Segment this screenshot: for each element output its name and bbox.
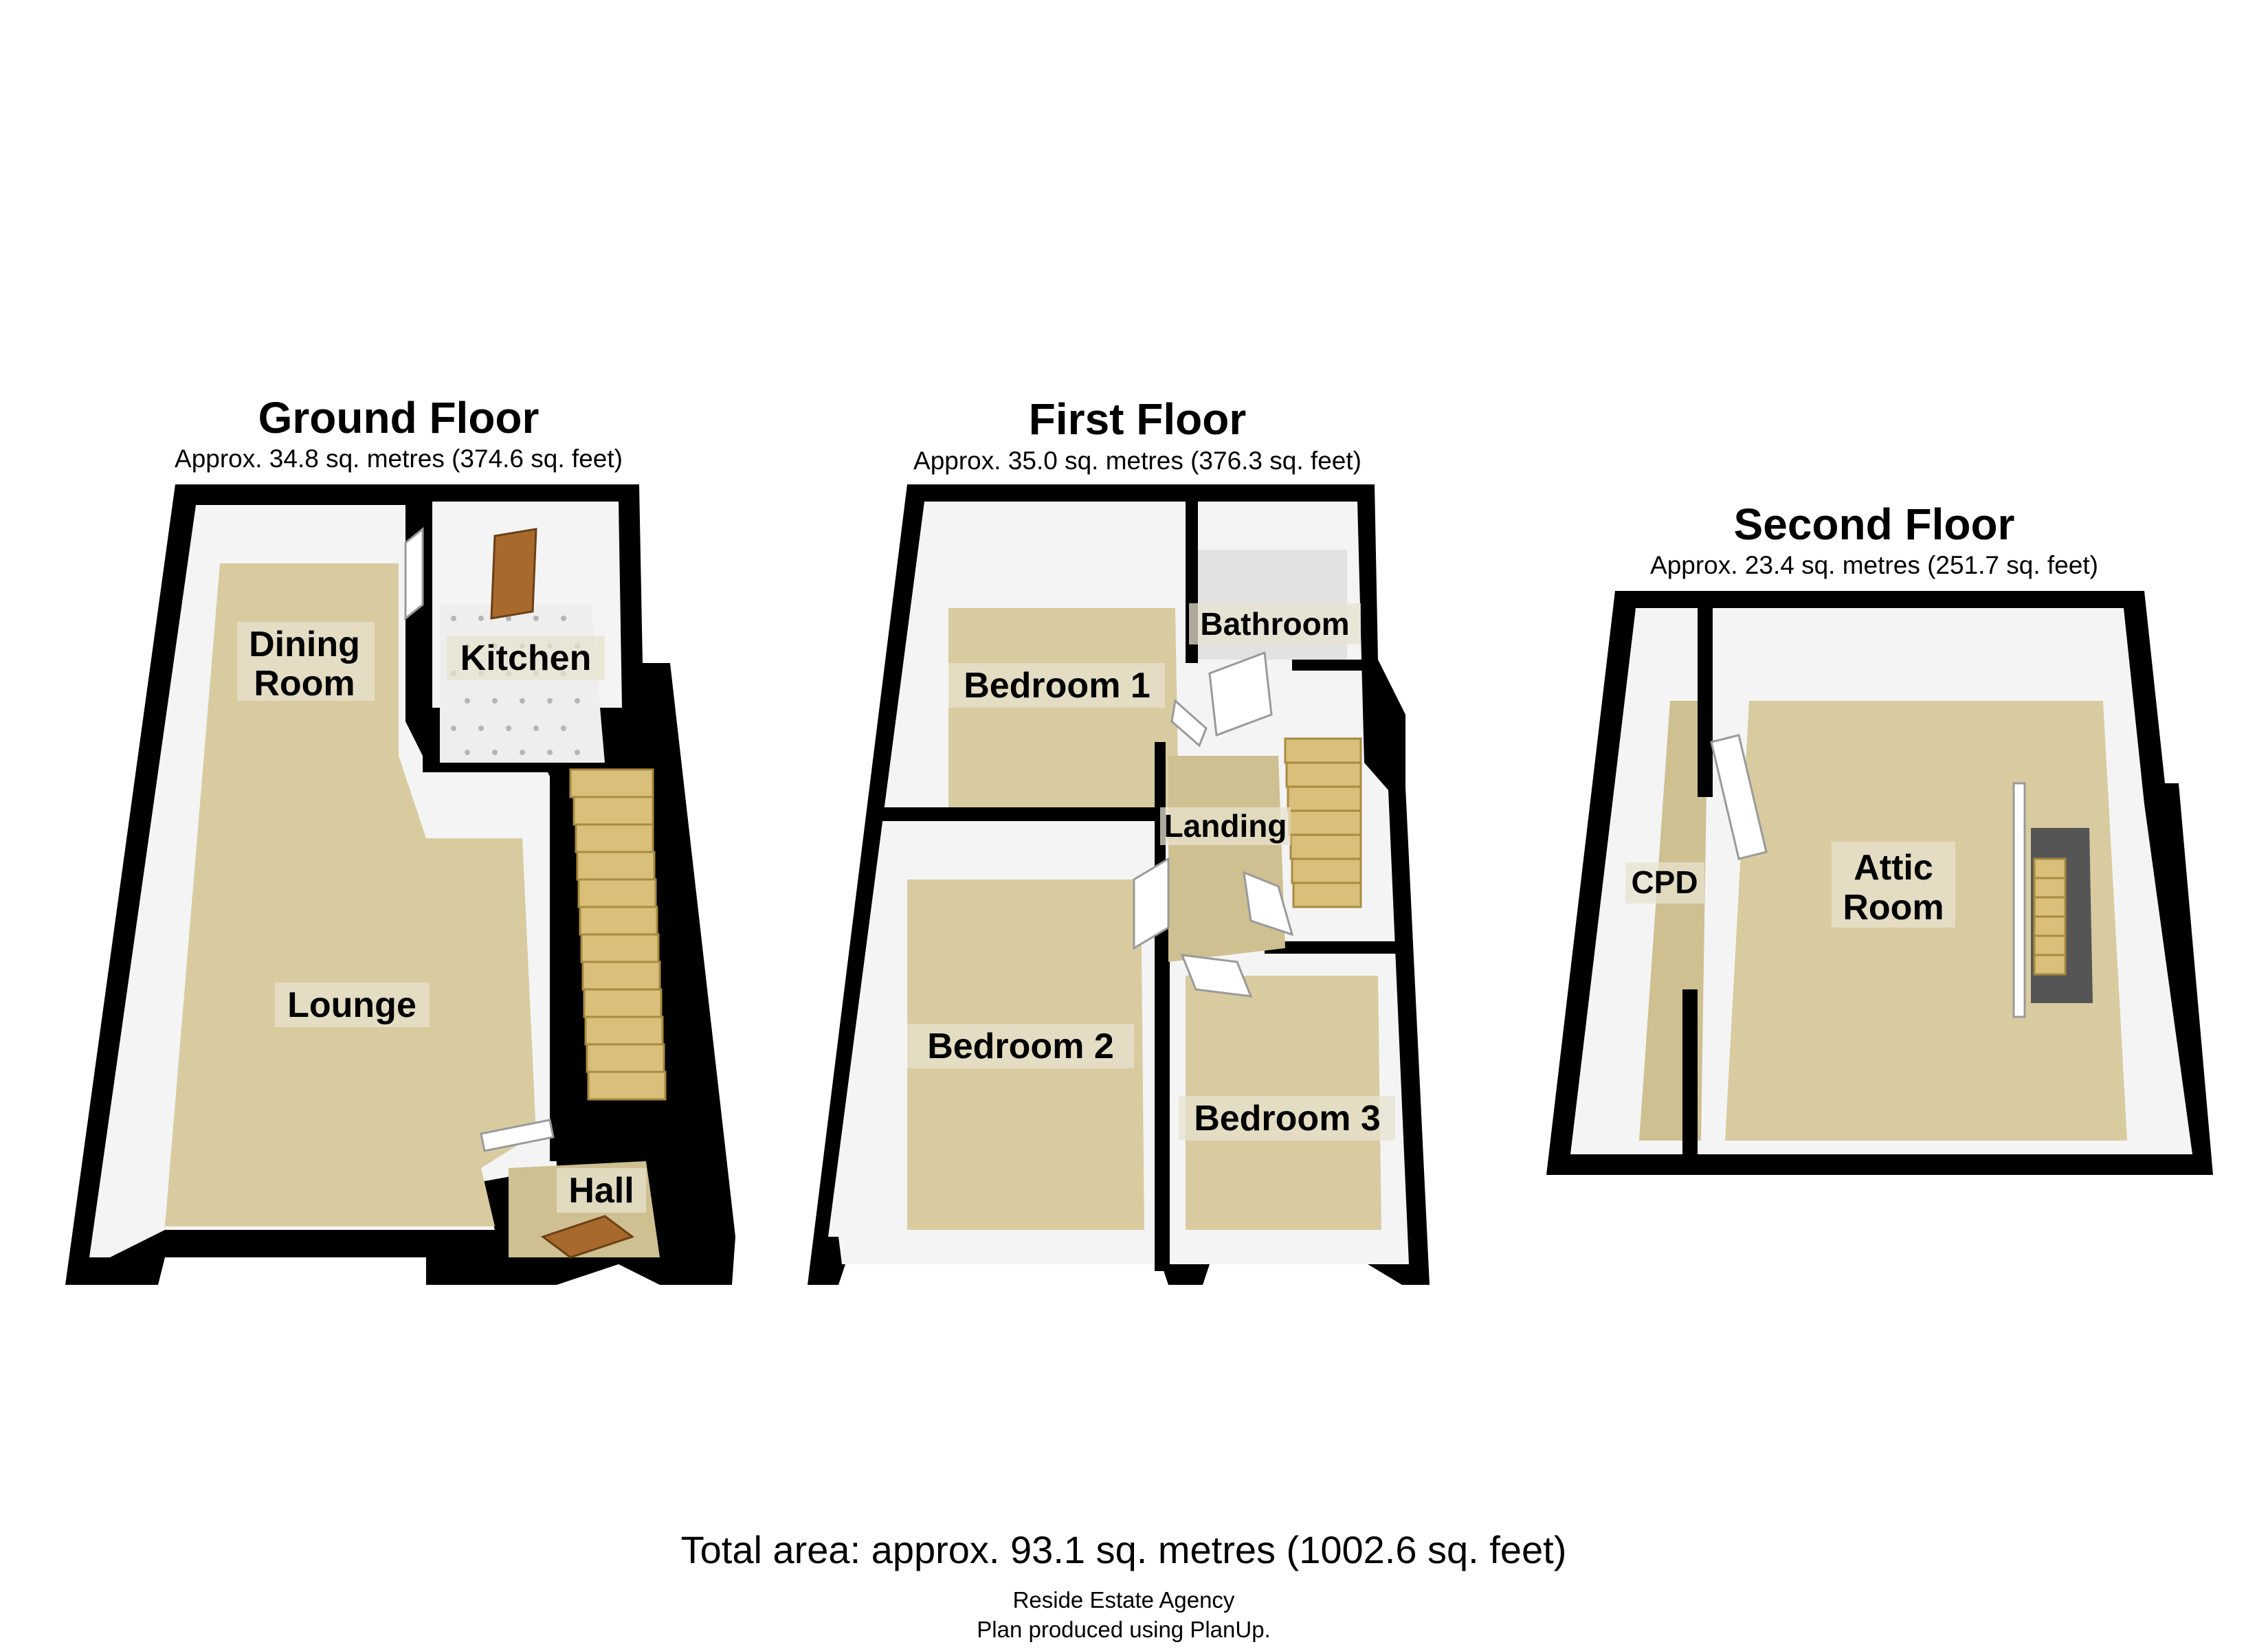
first-floor-plan: First Floor Approx. 35.0 sq. metres (376… (808, 394, 1430, 1285)
room-label-bedroom2: Bedroom 2 (927, 1027, 1114, 1066)
first-stairs (1284, 737, 1362, 908)
room-label-cpd: CPD (1631, 864, 1698, 900)
room-label-attic-line2: Room (1843, 888, 1944, 928)
first-floor-title: First Floor (1029, 394, 1246, 444)
bedroom3-door (1180, 954, 1253, 998)
room-label-dining: Dining (249, 625, 360, 664)
room-label-attic: Attic (1854, 848, 1933, 888)
kitchen-floor (440, 605, 605, 763)
dining-door (404, 526, 424, 621)
room-label-bedroom1: Bedroom 1 (964, 666, 1150, 706)
total-area: Total area: approx. 93.1 sq. metres (100… (681, 1528, 1567, 1571)
attic-balustrade (2012, 782, 2026, 1018)
lounge-floor (165, 563, 536, 1226)
bedroom1-door (1170, 699, 1208, 748)
ground-stairs (550, 763, 667, 1161)
landing-door (1243, 871, 1294, 936)
cpd-door (1710, 734, 1768, 860)
room-label-kitchen: Kitchen (460, 638, 592, 678)
ground-floor-area: Approx. 34.8 sq. metres (374.6 sq. feet) (175, 445, 623, 473)
plan-credit: Plan produced using PlanUp. (977, 1617, 1270, 1642)
room-label-bathroom: Bathroom (1200, 606, 1349, 642)
room-label-lounge: Lounge (287, 985, 416, 1025)
room-label-bedroom3: Bedroom 3 (1194, 1099, 1381, 1138)
ground-floor-plan: Ground Floor Approx. 34.8 sq. metres (37… (65, 393, 735, 1285)
agency-name: Reside Estate Agency (1013, 1587, 1235, 1613)
second-floor-area: Approx. 23.4 sq. metres (251.7 sq. feet) (1650, 551, 2098, 579)
room-label-hall: Hall (568, 1171, 634, 1211)
second-floor-title: Second Floor (1734, 500, 2015, 549)
attic-stairs (2033, 857, 2067, 976)
lounge-door (480, 1119, 555, 1152)
ground-floor-title: Ground Floor (258, 393, 540, 442)
room-label-landing: Landing (1164, 808, 1287, 844)
front-door (540, 1215, 635, 1259)
first-floor-area: Approx. 35.0 sq. metres (376.3 sq. feet) (913, 447, 1361, 475)
bedroom2-door (1133, 857, 1170, 950)
second-floor-plan: Second Floor Approx. 23.4 sq. metres (25… (1546, 500, 2213, 1175)
kitchen-back-door (490, 528, 537, 620)
bathroom-door (1208, 651, 1273, 737)
room-label-dining-line2: Room (254, 664, 355, 704)
landing-floor (1168, 756, 1285, 962)
